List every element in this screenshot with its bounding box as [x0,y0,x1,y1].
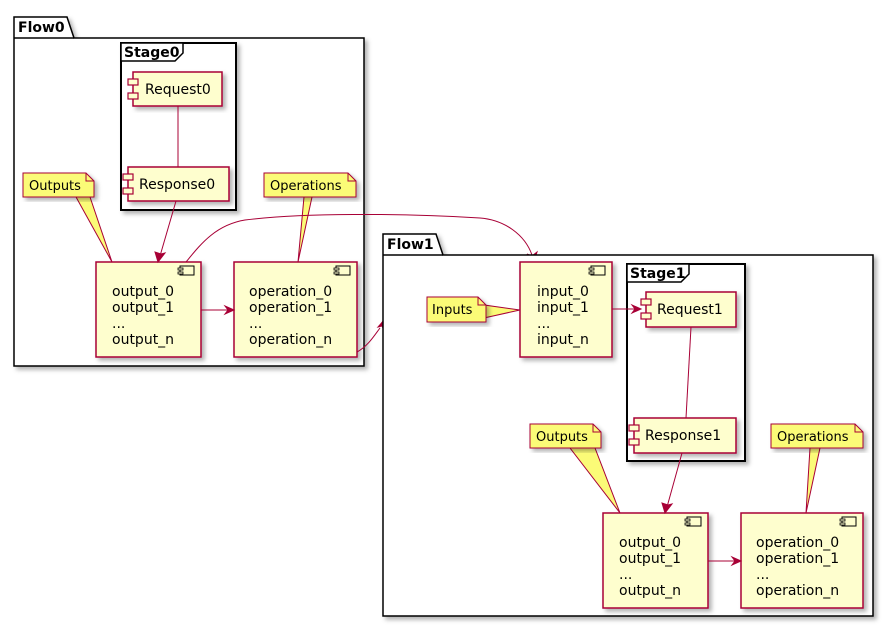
arrow-flow0-operations-flow1 [356,327,381,353]
component-flow0-outputs: output_0 output_1 ... output_n [95,261,202,358]
note-flow0-operations-text: Operations [270,179,342,194]
arrowhead-response1-outputs [661,502,674,515]
flow1-input-line-2: ... [537,316,550,332]
note-flow1-operations-text: Operations [777,430,849,445]
flow1-output-line-3: output_n [619,583,681,599]
response0-label: Response0 [139,177,215,193]
flow0-operation-line-3: operation_n [249,332,332,348]
component-response0: Response0 [122,166,230,202]
component-request0: Request0 [127,71,223,107]
component-flow1-inputs: input_0 input_1 ... input_n [519,261,613,358]
arrow-response1-outputs [666,452,683,508]
flow1-operation-line-1: operation_1 [756,551,839,567]
flow0-output-line-1: output_1 [112,300,174,316]
arrowhead-flow0-outputs-operations [223,304,236,316]
note-flow0-operations: Operations [263,172,357,263]
note-flow0-outputs: Outputs [22,172,113,263]
flow1-operation-line-3: operation_n [756,583,839,599]
arrowhead-flow1-outputs-operations [730,555,743,567]
link-request1-response1 [685,326,692,419]
flow0-operation-line-2: ... [249,316,262,332]
arrow-response0-outputs [159,200,177,257]
component-flow0-operations: operation_0 operation_1 ... operation_n [233,261,358,358]
arrowhead-flow1-inputs-request1 [630,303,643,315]
note-flow1-outputs-text: Outputs [536,430,588,445]
flow1-input-line-3: input_n [537,332,589,348]
flow1-operation-line-0: operation_0 [756,535,839,551]
note-flow1-operations: Operations [770,423,864,514]
package-flow0-title: Flow0 [18,20,65,36]
request1-label: Request1 [657,302,723,318]
component-response1: Response1 [628,417,737,454]
flow0-operation-line-0: operation_0 [249,284,332,300]
frame-stage1-title: Stage1 [630,266,685,282]
component-flow1-outputs: output_0 output_1 ... output_n [602,512,709,609]
flow1-input-line-1: input_1 [537,300,589,316]
package-flow1-title: Flow1 [387,237,434,253]
flow0-output-line-2: ... [112,316,125,332]
arrow-flow0-outputs-flow1-inputs [185,213,533,263]
flow0-output-line-0: output_0 [112,284,174,300]
flow1-output-line-1: output_1 [619,551,681,567]
flow1-output-line-0: output_0 [619,535,681,551]
note-flow1-inputs-text: Inputs [432,303,473,318]
request0-label: Request0 [145,82,211,98]
flow1-input-line-0: input_0 [537,284,589,300]
component-flow1-operations: operation_0 operation_1 ... operation_n [740,512,864,609]
flow1-output-line-2: ... [619,567,632,583]
flow1-operation-line-2: ... [756,567,769,583]
note-flow1-outputs: Outputs [529,423,621,514]
response1-label: Response1 [645,428,721,444]
flow0-output-line-3: output_n [112,332,174,348]
note-flow1-inputs: Inputs [426,296,521,323]
arrowhead-response0-outputs [154,251,167,264]
frame-stage0-title: Stage0 [124,45,180,61]
flow0-operation-line-1: operation_1 [249,300,332,316]
component-request1: Request1 [640,291,737,328]
note-flow0-outputs-text: Outputs [29,179,81,194]
